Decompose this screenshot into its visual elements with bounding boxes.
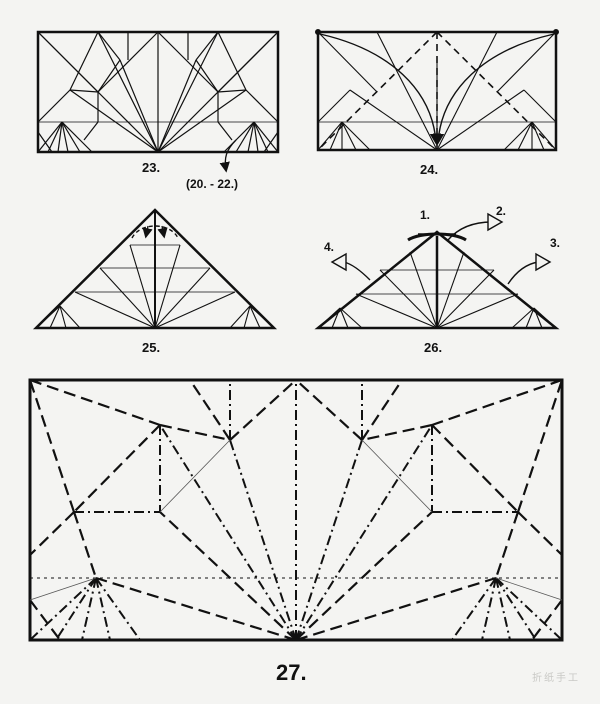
step-25-left-arrow	[142, 225, 153, 239]
step-26-arrow-label-1: 1.	[420, 208, 431, 222]
step-25-right-arrow	[157, 225, 168, 239]
step-23-label: 23.	[142, 160, 161, 175]
step-26-arrow-4	[343, 261, 371, 281]
step-26-arrow-3-head	[535, 252, 552, 272]
step-26-arrow-label-3: 3.	[550, 236, 561, 250]
step-26-label: 26.	[424, 340, 443, 355]
step-27-crease-pattern	[28, 378, 564, 642]
step-26-arrow-2	[447, 221, 493, 241]
step-26-diagram	[314, 212, 560, 330]
step-24-label: 24.	[420, 162, 439, 177]
step-24-corner-dot-right	[553, 29, 559, 35]
watermark: 折纸手工	[532, 673, 580, 684]
step-27-mountain-folds	[29, 380, 563, 641]
step-27-label: 27.	[276, 660, 307, 685]
step-26-crease-lines	[317, 236, 557, 329]
step-25-diagram	[32, 208, 278, 330]
step-25-fold-arc	[131, 225, 179, 239]
step-26-arrow-2-head	[487, 212, 504, 232]
step-23-diagram	[36, 30, 280, 173]
step-23-reference-arrow	[219, 139, 237, 173]
step-25-crease-lines	[35, 210, 275, 329]
step-23-reference-note: (20. - 22.)	[186, 177, 239, 191]
step-24-right-fold-arrow	[433, 33, 555, 145]
step-27-existing-creases	[29, 439, 563, 601]
step-23-crease-lines	[37, 31, 279, 153]
step-27-valley-folds	[28, 378, 564, 642]
step-26-arrow-label-4: 4.	[324, 240, 335, 254]
step-24-corner-dot-left	[315, 29, 321, 35]
step-25-label: 25.	[142, 340, 161, 355]
step-24-left-fold-arrow	[319, 33, 441, 145]
step-26-arrow-label-2: 2.	[496, 204, 507, 218]
step-26-arrow-4-head	[330, 252, 347, 272]
step-24-valley-folds	[317, 31, 557, 151]
step-24-diagram	[315, 29, 559, 152]
step-26-arrow-3	[507, 261, 539, 285]
